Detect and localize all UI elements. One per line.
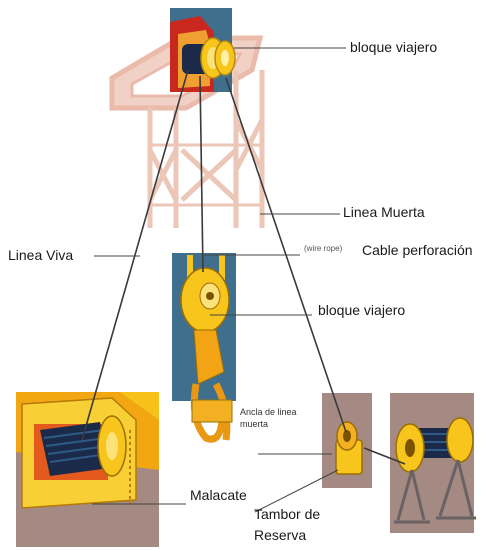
traveling-block-label: bloque viajero xyxy=(318,303,405,318)
drilling-cable-label: Cable perforación xyxy=(362,243,473,258)
drawworks-label: Malacate xyxy=(190,488,247,503)
dead-line-label: Linea Muerta xyxy=(343,205,425,220)
reserve-drum-label-line2: Reserva xyxy=(254,528,306,543)
drawworks xyxy=(16,392,159,547)
crown-block-label: bloque viajero xyxy=(350,40,437,55)
reserve-drum-label-line1: Tambor de xyxy=(254,507,320,522)
live-line-label: Linea Viva xyxy=(8,248,73,263)
deadline-anchor-label-line2: muerta xyxy=(240,420,268,430)
traveling-block xyxy=(172,253,236,440)
deadline-anchor-label-line1: Ancla de linea xyxy=(240,408,297,418)
crown-block xyxy=(170,8,235,92)
wire-rope-label: (wire rope) xyxy=(304,245,342,254)
